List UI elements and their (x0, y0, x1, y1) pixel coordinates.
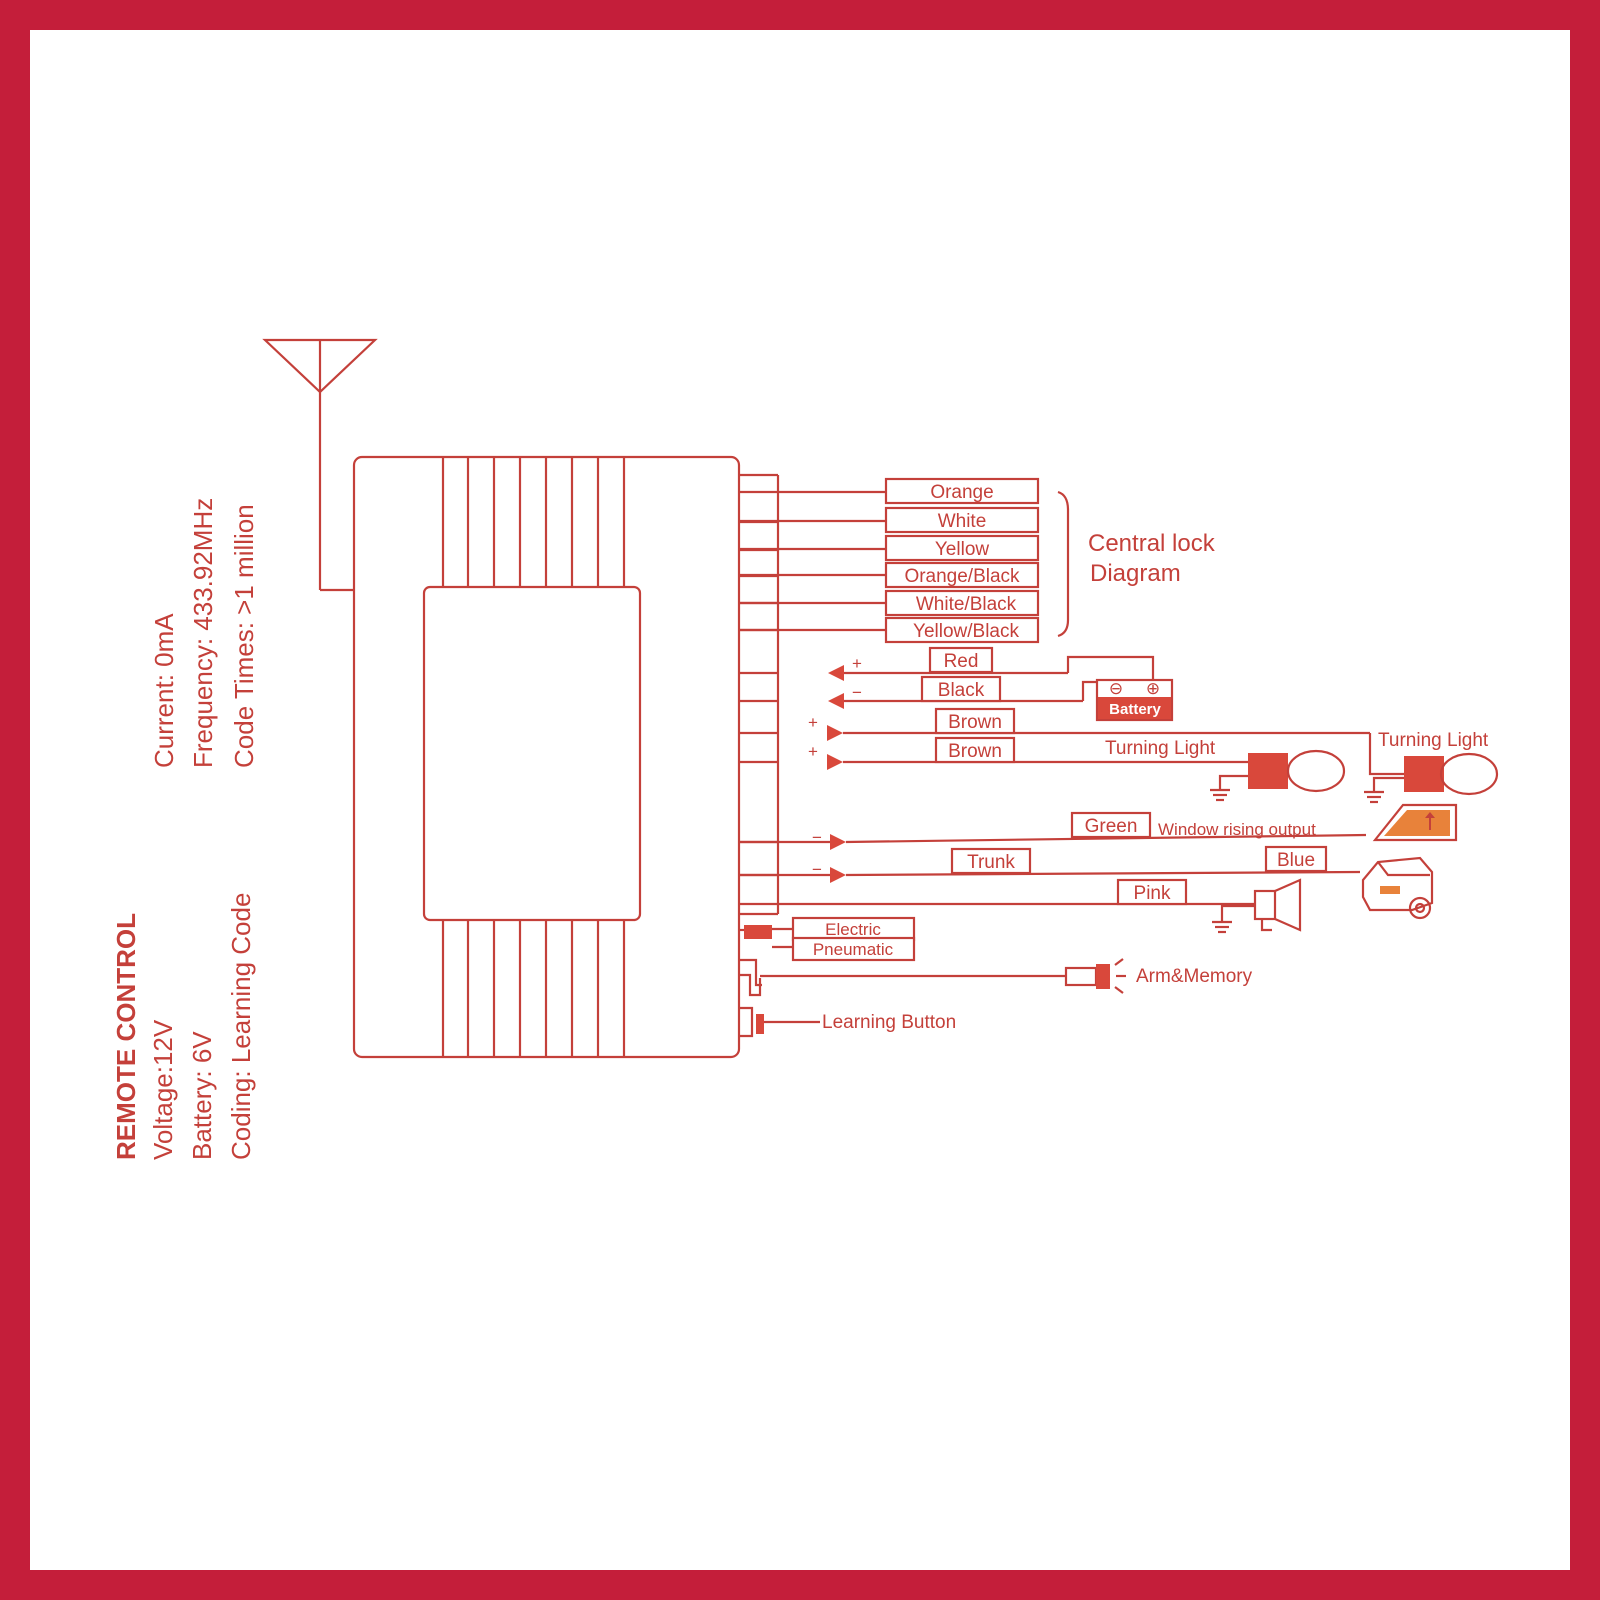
svg-text:Pneumatic: Pneumatic (813, 940, 894, 959)
wire-label-white: White (884, 506, 1040, 534)
turning-light-right-icon (1364, 752, 1499, 804)
svg-text:Green: Green (1085, 816, 1138, 837)
green-minus-sign: − (812, 828, 822, 847)
arrow-left-black (828, 693, 844, 709)
arrow-right-green (830, 834, 846, 850)
spec-code-times: Code Times: >1 million (229, 504, 259, 768)
switch-label-electric: Electric (791, 916, 916, 942)
black-minus-sign: − (852, 683, 862, 702)
inner-panel (30, 30, 1570, 1570)
learning-button-icon (756, 1014, 764, 1034)
spec-voltage: Voltage:12V (148, 1019, 178, 1160)
arrow-right-brown-1 (827, 725, 843, 741)
battery-label: Battery (1109, 701, 1161, 718)
spec-battery: Battery: 6V (187, 1031, 217, 1160)
wire-label-brown-1: Brown (934, 707, 1016, 735)
svg-text:Brown: Brown (948, 712, 1002, 733)
brown2-plus-sign: + (808, 742, 818, 761)
wire-label-green: Green (1070, 811, 1152, 839)
wire-label-black: Black (920, 675, 1002, 703)
wire-label-white-black: White/Black (884, 589, 1040, 617)
svg-text:Yellow: Yellow (935, 539, 990, 560)
turning-light-label-left: Turning Light (1105, 738, 1216, 759)
learning-button-group: Learning Button (739, 1006, 956, 1038)
spec-frequency: Frequency: 433.92MHz (188, 498, 218, 768)
wire-label-orange-black: Orange/Black (884, 561, 1040, 589)
switch-jumper-icon (744, 925, 772, 939)
window-output-wire: − Green Window rising output (739, 803, 1458, 850)
switch-label-pneumatic: Pneumatic (791, 936, 916, 962)
spec-coding: Coding: Learning Code (226, 893, 256, 1160)
turning-light-left-icon (1210, 749, 1346, 802)
wire-label-red: Red (928, 646, 994, 674)
central-lock-title-2: Diagram (1090, 560, 1181, 587)
svg-text:Orange: Orange (930, 482, 993, 503)
svg-text:Blue: Blue (1277, 850, 1315, 871)
central-lock-title-1: Central lock (1088, 530, 1216, 557)
svg-text:Electric: Electric (825, 920, 881, 939)
unit-bottom-lines (441, 920, 626, 1056)
wire-label-yellow: Yellow (884, 534, 1040, 562)
arm-memory-led: Arm&Memory (739, 958, 1253, 997)
siren-icon (1212, 878, 1302, 934)
wire-label-trunk: Trunk (950, 847, 1032, 875)
battery-minus-terminal: ⊖ (1109, 679, 1123, 698)
arrow-left-red (828, 665, 844, 681)
svg-text:Yellow/Black: Yellow/Black (913, 621, 1019, 642)
battery-plus-terminal: ⊕ (1146, 679, 1160, 698)
window-rising-label: Window rising output (1158, 820, 1316, 839)
svg-text:White/Black: White/Black (916, 594, 1017, 615)
wire-label-blue: Blue (1264, 845, 1328, 873)
wire-label-brown-2: Brown (934, 736, 1016, 764)
arrow-right-brown-2 (827, 754, 843, 770)
spec-current: Current: 0mA (149, 613, 179, 768)
svg-text:Black: Black (938, 680, 985, 701)
spec-title: REMOTE CONTROL (111, 913, 141, 1160)
power-wires: + − Red Black ⊖ ⊕ Battery (828, 646, 1174, 722)
trunk-wire: − Trunk Blue (739, 845, 1434, 920)
led-icon (1064, 958, 1126, 994)
central-lock-brace (1057, 490, 1070, 638)
wire-label-orange: Orange (884, 477, 1040, 505)
window-icon (1372, 803, 1458, 842)
turning-light-label-right: Turning Light (1378, 730, 1489, 751)
arm-memory-label: Arm&Memory (1136, 966, 1253, 987)
arrow-right-trunk (830, 867, 846, 883)
lock-type-switch: Electric Pneumatic (739, 916, 916, 962)
antenna-icon (262, 338, 378, 592)
spec-block: REMOTE CONTROL Voltage:12V Battery: 6V C… (111, 498, 259, 1160)
trunk-minus-sign: − (812, 860, 822, 879)
wire-label-yellow-black: Yellow/Black (884, 616, 1040, 644)
control-unit-inner (422, 585, 642, 922)
wire-label-pink: Pink (1116, 878, 1188, 906)
central-lock-wires: Orange White Yellow Orange/Black White/B… (739, 477, 1216, 644)
svg-text:Brown: Brown (948, 741, 1002, 762)
unit-top-lines (441, 458, 626, 587)
svg-text:Trunk: Trunk (967, 852, 1015, 873)
learning-button-label: Learning Button (822, 1012, 956, 1033)
svg-text:Red: Red (944, 651, 979, 672)
brown1-plus-sign: + (808, 713, 818, 732)
svg-text:Pink: Pink (1134, 883, 1171, 904)
red-plus-sign: + (852, 654, 862, 673)
car-trunk-icon (1361, 856, 1434, 920)
svg-text:White: White (938, 511, 987, 532)
battery-icon: ⊖ ⊕ Battery (1095, 678, 1174, 722)
control-unit (352, 455, 741, 1059)
svg-text:Orange/Black: Orange/Black (904, 566, 1020, 587)
siren-wire: Pink (739, 878, 1302, 934)
turning-light-wires: + + Brown Brown Turning Light Turning Li… (808, 707, 1499, 804)
